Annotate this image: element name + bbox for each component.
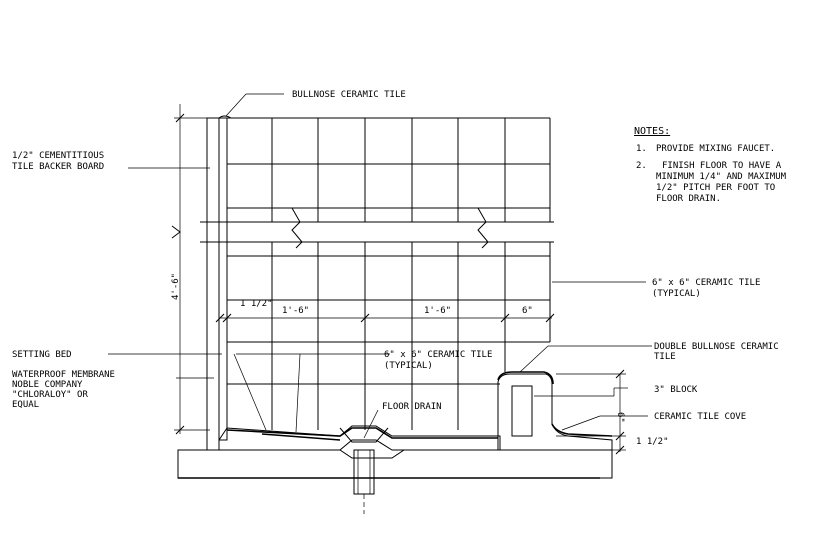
label-block: 3" BLOCK [654, 385, 698, 395]
note-2-line-3: 1/2" PITCH PER FOOT TO [656, 183, 775, 193]
note-2-line-2: MINIMUM 1/4" AND MAXIMUM [656, 172, 787, 182]
concrete-slab [177, 449, 613, 479]
note-2-number: 2. [636, 161, 647, 171]
label-membrane-line4: EQUAL [12, 400, 39, 410]
note-2-line-1: FINISH FLOOR TO HAVE A [662, 161, 782, 171]
label-tile-typ-line2: (TYPICAL) [652, 289, 701, 299]
drain-pipe [353, 449, 375, 514]
wall-tile-grid [227, 117, 551, 430]
dimension-one-half-right: 1 1/2" [636, 437, 669, 447]
dimension-one-half-left: 1 1/2" [240, 299, 273, 309]
label-membrane-line2: NOBLE COMPANY [12, 380, 83, 390]
note-1-number: 1. [636, 144, 647, 154]
label-membrane-line1: WATERPROOF MEMBRANE [12, 370, 115, 380]
label-setting-bed: SETTING BED [12, 350, 72, 360]
shower-floor [218, 425, 501, 451]
label-backer-line1: 1/2" CEMENTITIOUS [12, 151, 104, 161]
dimension-curb: 6" [615, 412, 625, 423]
label-membrane-line3: "CHLORALOY" OR [12, 390, 88, 400]
label-double-bullnose-line1: DOUBLE BULLNOSE CERAMIC [654, 342, 779, 352]
dimension-span-c: 6" [522, 306, 533, 316]
label-bullnose: BULLNOSE CERAMIC TILE [292, 90, 406, 100]
dimension-height: 4'-6" [171, 273, 181, 300]
notes-title: NOTES: [634, 126, 670, 137]
leader-lines [108, 93, 652, 439]
label-backer-line2: TILE BACKER BOARD [12, 162, 104, 172]
label-tile-floor-line2: (TYPICAL) [384, 361, 433, 371]
label-floor-drain: FLOOR DRAIN [382, 402, 442, 412]
dimension-span-b: 1'-6" [424, 306, 451, 316]
label-tile-typ-line1: 6" x 6" CERAMIC TILE [652, 278, 760, 288]
left-wall-assembly [206, 115, 232, 451]
dimension-lines [174, 104, 626, 455]
label-double-bullnose-line2: TILE [654, 352, 676, 362]
dimension-span-a: 1'-6" [282, 306, 309, 316]
note-1-line-1: PROVIDE MIXING FAUCET. [656, 144, 775, 154]
note-2-line-4: FLOOR DRAIN. [656, 194, 721, 204]
break-lines [171, 207, 554, 249]
label-cove: CERAMIC TILE COVE [654, 412, 746, 422]
label-tile-floor-line1: 6" x 6" CERAMIC TILE [384, 350, 492, 360]
notes-block: NOTES: 1. PROVIDE MIXING FAUCET. 2. FINI… [634, 126, 787, 204]
shower-curb [497, 371, 613, 451]
